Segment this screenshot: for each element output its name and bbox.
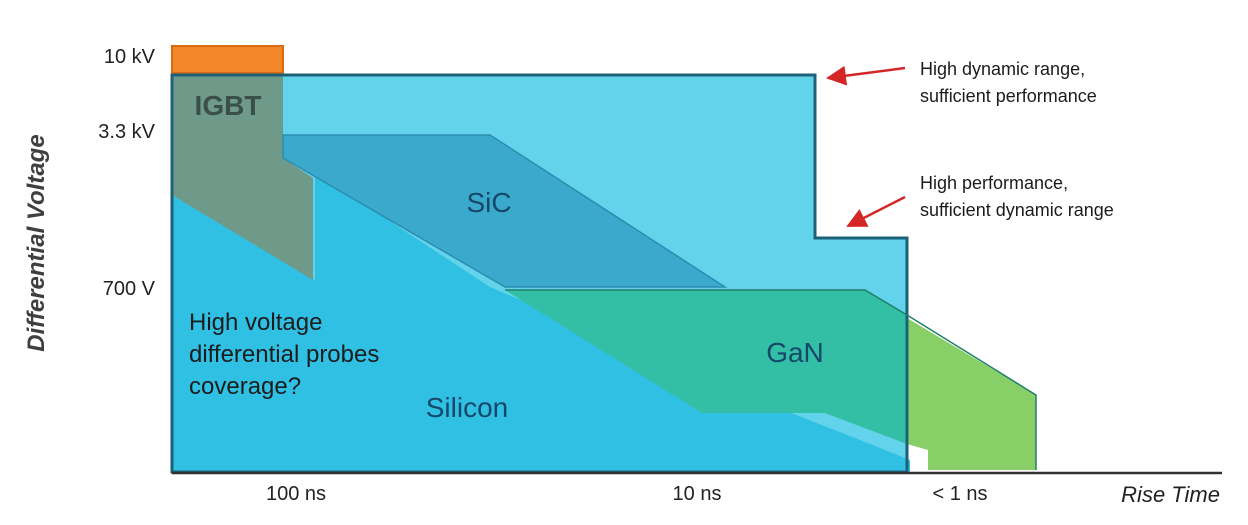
gan-region [505, 290, 907, 444]
question-line-2: differential probes [189, 341, 379, 368]
question-line-3: coverage? [189, 373, 301, 400]
gan-outline [505, 289, 1037, 470]
x-tick-10ns: 10 ns [673, 483, 722, 505]
lower-annotation-line-1: High performance, [920, 173, 1068, 193]
gan-extended-region [907, 318, 1036, 470]
upper-annotation-arrow [826, 65, 906, 86]
x-tick-1ns: < 1 ns [932, 483, 987, 505]
y-tick-3-3kv: 3.3 kV [98, 121, 155, 143]
lower-annotation-line-2: sufficient dynamic range [920, 200, 1114, 220]
sic-region [282, 134, 728, 288]
igbt-label: IGBT [195, 90, 262, 121]
y-tick-700v: 700 V [103, 278, 156, 300]
sic-label: SiC [466, 187, 511, 218]
x-axis-label: Rise Time [1121, 482, 1220, 507]
x-tick-100ns: 100 ns [266, 483, 326, 505]
silicon-label: Silicon [426, 392, 508, 423]
upper-annotation-line-2: sufficient performance [920, 86, 1097, 106]
high-voltage-bar [171, 45, 284, 74]
y-tick-10kv: 10 kV [104, 46, 156, 68]
lower-annotation-arrow [846, 195, 906, 228]
y-axis-label: Differential Voltage [23, 134, 50, 351]
gan-label: GaN [766, 337, 824, 368]
upper-annotation-line-1: High dynamic range, [920, 59, 1085, 79]
question-line-1: High voltage [189, 309, 322, 336]
igbt-region [172, 75, 313, 280]
